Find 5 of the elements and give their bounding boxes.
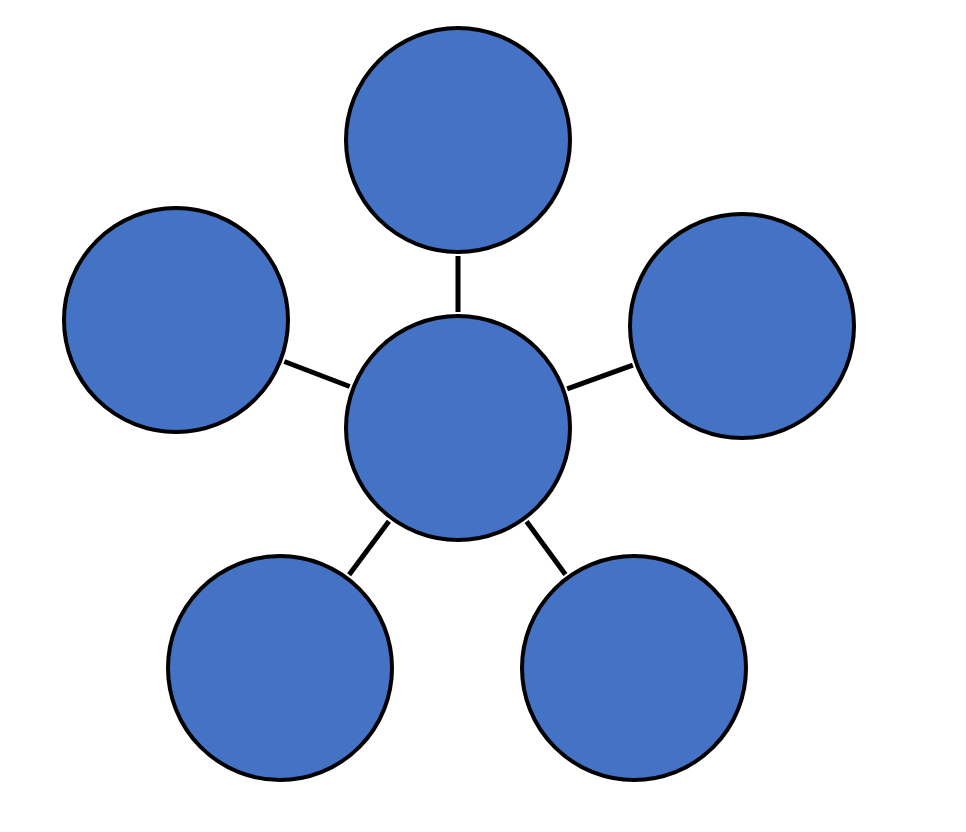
connector-line: [524, 520, 568, 576]
connector-line: [455, 256, 461, 312]
connector-line: [283, 359, 351, 389]
connector-line: [566, 362, 634, 392]
connector-line: [347, 519, 391, 577]
